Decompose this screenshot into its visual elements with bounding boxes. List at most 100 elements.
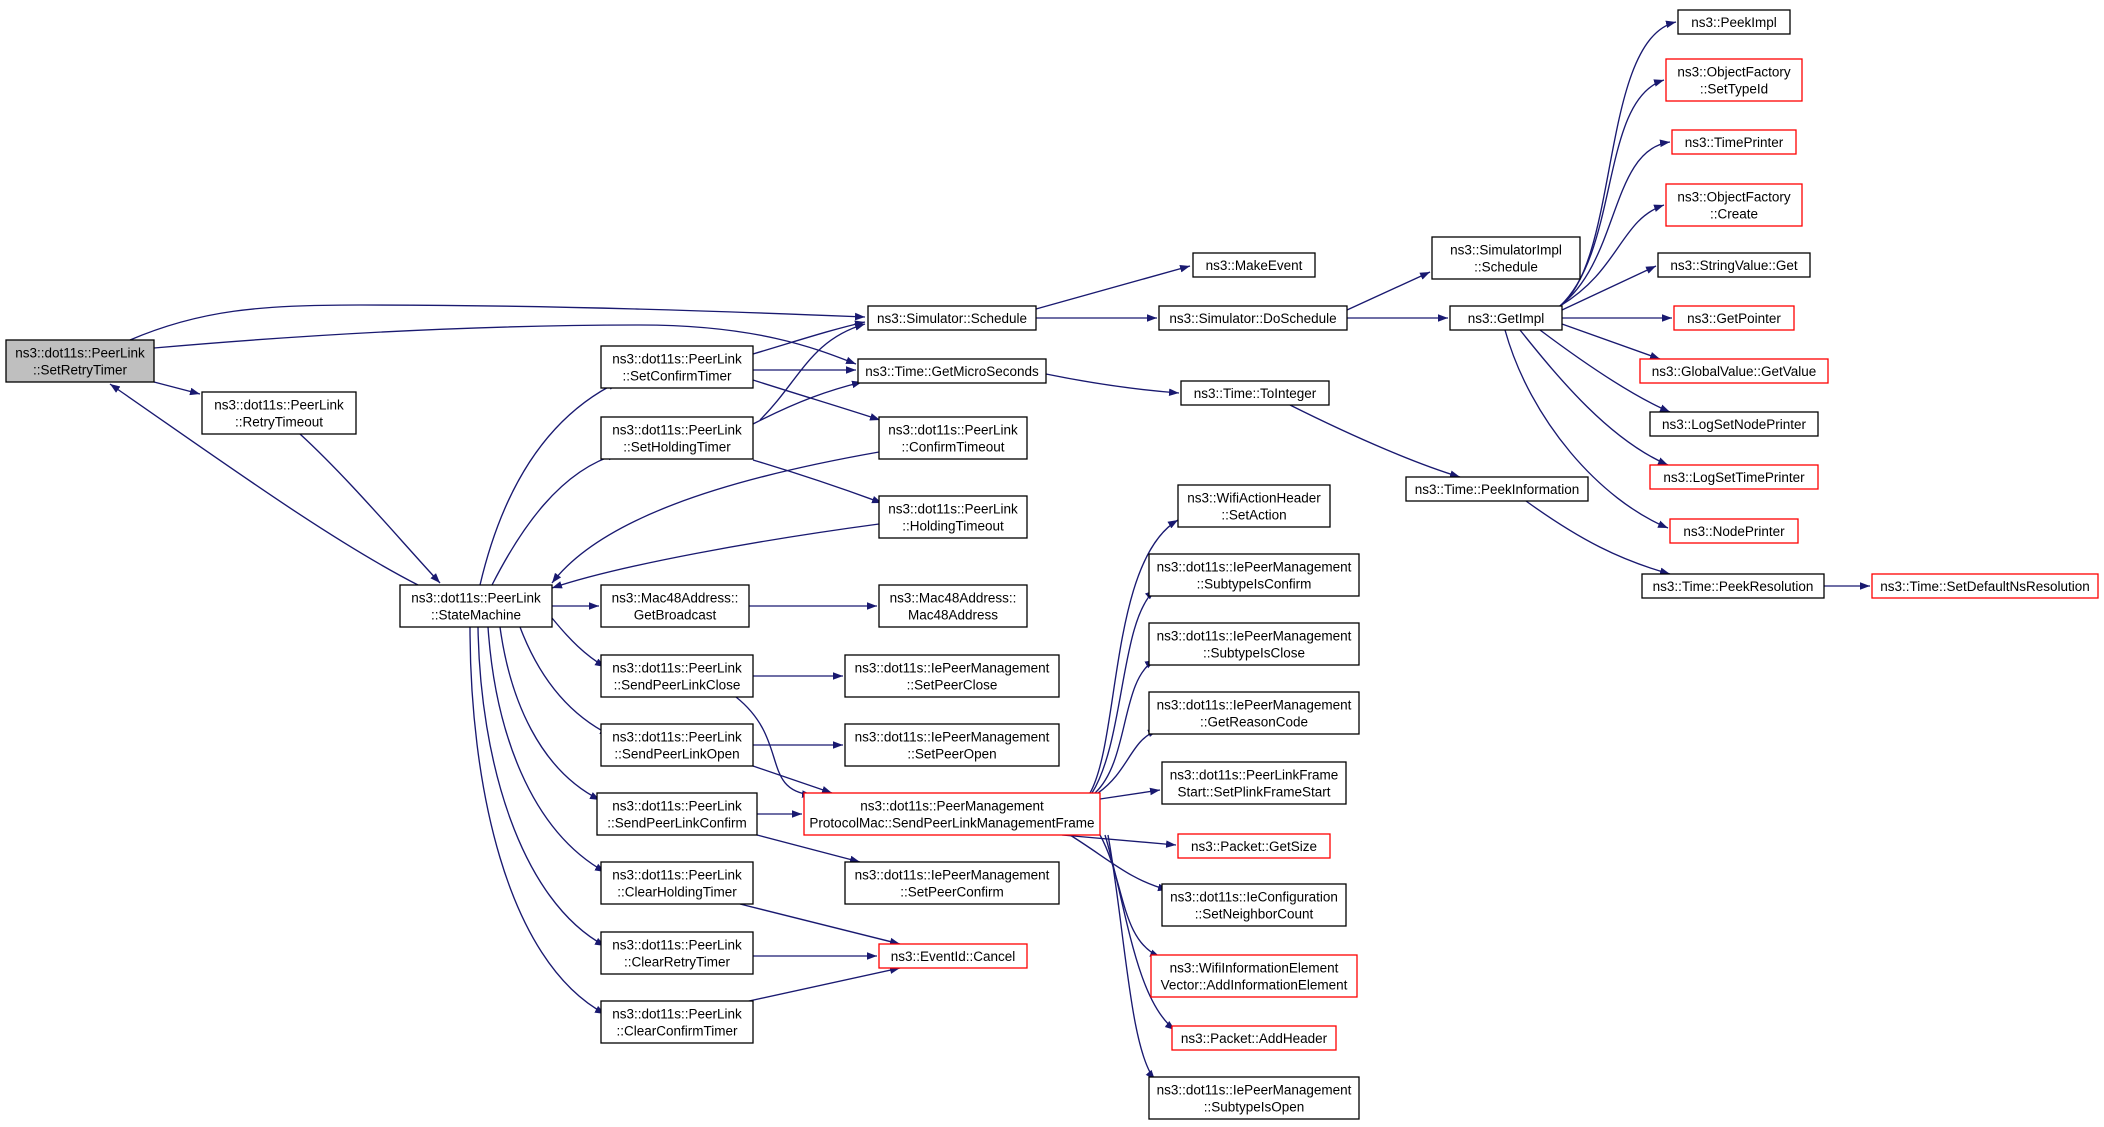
node-box <box>867 305 1037 331</box>
node-get-broadcast[interactable]: ns3::Mac48Address::GetBroadcast <box>600 584 750 628</box>
node-packet-add-header[interactable]: ns3::Packet::AddHeader <box>1171 1025 1337 1051</box>
edge-state-machine-to-send-peer-link-confirm <box>499 626 601 801</box>
node-string-value-get[interactable]: ns3::StringValue::Get <box>1657 252 1811 278</box>
node-packet-get-size[interactable]: ns3::Packet::GetSize <box>1177 833 1331 859</box>
node-node-printer[interactable]: ns3::NodePrinter <box>1669 518 1799 544</box>
node-set-confirm-timer[interactable]: ns3::dot11s::PeerLink::SetConfirmTimer <box>600 345 754 389</box>
node-label-line: ns3::Time::PeekResolution <box>1653 579 1814 594</box>
node-ie-subtype-is-open[interactable]: ns3::dot11s::IePeerManagement::SubtypeIs… <box>1148 1076 1360 1120</box>
edge-get-impl-to-node-printer <box>1504 329 1669 529</box>
node-label-line: ns3::EventId::Cancel <box>891 949 1016 964</box>
edge-line <box>519 626 611 736</box>
node-ie-subtype-is-confirm[interactable]: ns3::dot11s::IePeerManagement::SubtypeIs… <box>1148 553 1360 597</box>
node-clear-confirm-timer[interactable]: ns3::dot11s::PeerLink::ClearConfirmTimer <box>600 1000 754 1044</box>
node-ie-get-reason-code[interactable]: ns3::dot11s::IePeerManagement::GetReason… <box>1148 691 1360 735</box>
edge-send-peer-link-confirm-to-ie-set-peer-confirm <box>756 834 861 864</box>
edge-set-confirm-timer-to-confirm-timeout <box>752 379 881 421</box>
node-get-impl[interactable]: ns3::GetImpl <box>1449 305 1563 331</box>
edge-line <box>752 765 833 794</box>
node-time-peek-resolution[interactable]: ns3::Time::PeekResolution <box>1641 573 1825 599</box>
node-peek-impl[interactable]: ns3::PeekImpl <box>1677 9 1791 35</box>
node-confirm-timeout[interactable]: ns3::dot11s::PeerLink::ConfirmTimeout <box>878 416 1028 460</box>
node-object-factory-set-type-id[interactable]: ns3::ObjectFactory::SetTypeId <box>1665 58 1803 102</box>
node-label-line: ns3::Mac48Address:: <box>890 591 1017 606</box>
node-get-pointer[interactable]: ns3::GetPointer <box>1673 305 1795 331</box>
node-mac48-address[interactable]: ns3::Mac48Address::Mac48Address <box>878 584 1028 628</box>
node-time-to-integer[interactable]: ns3::Time::ToInteger <box>1180 380 1330 406</box>
node-label-line: ns3::LogSetNodePrinter <box>1662 417 1807 432</box>
node-time-peek-information[interactable]: ns3::Time::PeekInformation <box>1405 476 1589 502</box>
node-wifi-action-set-action[interactable]: ns3::WifiActionHeader::SetAction <box>1177 484 1331 528</box>
node-object-factory-create[interactable]: ns3::ObjectFactory::Create <box>1665 183 1803 227</box>
edge-line <box>1539 329 1671 413</box>
edge-send-mgmt-frame-to-ie-get-reason-code <box>1097 729 1159 794</box>
node-label-line: ns3::Time::ToInteger <box>1194 386 1317 401</box>
node-label-line: ::HoldingTimeout <box>902 519 1004 534</box>
node-simulator-schedule[interactable]: ns3::Simulator::Schedule <box>867 305 1037 331</box>
edge-send-mgmt-frame-to-ie-subtype-is-open <box>1107 834 1156 1081</box>
node-label-line: ns3::dot11s::IePeerManagement <box>855 661 1050 676</box>
node-box <box>1158 305 1348 331</box>
node-label-line: ns3::Time::SetDefaultNsResolution <box>1880 579 2090 594</box>
edge-line <box>1561 323 1661 360</box>
node-ie-config-set-neighbor-count[interactable]: ns3::dot11s::IeConfiguration::SetNeighbo… <box>1161 883 1347 927</box>
node-simulator-do-schedule[interactable]: ns3::Simulator::DoSchedule <box>1158 305 1348 331</box>
node-label-line: ::ClearHoldingTimer <box>617 885 737 900</box>
node-send-peer-link-close[interactable]: ns3::dot11s::PeerLink::SendPeerLinkClose <box>600 654 754 698</box>
node-box <box>1180 380 1330 406</box>
node-set-holding-timer[interactable]: ns3::dot11s::PeerLink::SetHoldingTimer <box>600 416 754 460</box>
node-send-mgmt-frame[interactable]: ns3::dot11s::PeerManagementProtocolMac::… <box>803 792 1101 836</box>
node-time-set-default-ns-resolution[interactable]: ns3::Time::SetDefaultNsResolution <box>1871 573 2099 599</box>
node-retry-timeout[interactable]: ns3::dot11s::PeerLink::RetryTimeout <box>201 391 357 435</box>
node-box <box>1192 252 1316 278</box>
node-label-line: ns3::dot11s::PeerLink <box>214 398 344 413</box>
node-simulator-impl-schedule[interactable]: ns3::SimulatorImpl::Schedule <box>1431 236 1581 280</box>
edge-state-machine-to-set-holding-timer <box>491 453 619 586</box>
edge-set-retry-timer-to-time-get-micro-seconds <box>153 324 857 365</box>
call-edges <box>109 20 1870 1081</box>
node-box <box>803 792 1101 836</box>
edge-line <box>752 380 863 425</box>
edge-send-mgmt-frame-to-ie-config-set-neighbor-count <box>1069 834 1169 892</box>
edge-get-impl-to-object-factory-create <box>1559 204 1665 307</box>
node-clear-holding-timer[interactable]: ns3::dot11s::PeerLink::ClearHoldingTimer <box>600 861 754 905</box>
node-holding-timeout[interactable]: ns3::dot11s::PeerLink::HoldingTimeout <box>878 495 1028 539</box>
edge-get-impl-to-global-value-get-value <box>1561 323 1661 360</box>
edge-send-mgmt-frame-to-ie-subtype-is-confirm <box>1091 589 1156 794</box>
edge-send-peer-link-open-to-send-mgmt-frame <box>752 765 833 794</box>
node-ie-subtype-is-close[interactable]: ns3::dot11s::IePeerManagement::SubtypeIs… <box>1148 622 1360 666</box>
node-label-line: ns3::dot11s::PeerLink <box>888 502 1018 517</box>
node-label-line: ns3::NodePrinter <box>1683 524 1785 539</box>
node-box <box>878 943 1028 969</box>
node-log-set-time-printer[interactable]: ns3::LogSetTimePrinter <box>1649 464 1819 490</box>
node-time-get-micro-seconds[interactable]: ns3::Time::GetMicroSeconds <box>857 358 1047 384</box>
node-ie-set-peer-open[interactable]: ns3::dot11s::IePeerManagement::SetPeerOp… <box>844 723 1060 767</box>
node-clear-retry-timer[interactable]: ns3::dot11s::PeerLink::ClearRetryTimer <box>600 931 754 975</box>
node-time-printer[interactable]: ns3::TimePrinter <box>1671 129 1797 155</box>
node-box <box>1641 573 1825 599</box>
node-box <box>600 345 754 389</box>
node-plink-frame-start[interactable]: ns3::dot11s::PeerLinkFrameStart::SetPlin… <box>1161 761 1347 805</box>
node-wifi-info-add-element[interactable]: ns3::WifiInformationElementVector::AddIn… <box>1150 954 1358 998</box>
edge-line <box>739 966 901 1004</box>
node-global-value-get-value[interactable]: ns3::GlobalValue::GetValue <box>1639 358 1829 384</box>
node-label-line: ::SetConfirmTimer <box>622 369 732 384</box>
node-ie-set-peer-close[interactable]: ns3::dot11s::IePeerManagement::SetPeerCl… <box>844 654 1060 698</box>
node-send-peer-link-confirm[interactable]: ns3::dot11s::PeerLink::SendPeerLinkConfi… <box>596 792 758 836</box>
node-box <box>1871 573 2099 599</box>
node-set-retry-timer[interactable]: ns3::dot11s::PeerLink::SetRetryTimer <box>5 339 155 383</box>
node-send-peer-link-open[interactable]: ns3::dot11s::PeerLink::SendPeerLinkOpen <box>600 723 754 767</box>
node-box <box>600 584 750 628</box>
node-event-id-cancel[interactable]: ns3::EventId::Cancel <box>878 943 1028 969</box>
node-label-line: ::Create <box>1710 207 1758 222</box>
node-make-event[interactable]: ns3::MakeEvent <box>1192 252 1316 278</box>
node-state-machine[interactable]: ns3::dot11s::PeerLink::StateMachine <box>399 584 553 628</box>
edge-time-to-integer-to-time-peek-information <box>1289 404 1461 478</box>
node-log-set-node-printer[interactable]: ns3::LogSetNodePrinter <box>1649 411 1819 437</box>
node-label-line: ::SetTypeId <box>1700 82 1768 97</box>
node-ie-set-peer-confirm[interactable]: ns3::dot11s::IePeerManagement::SetPeerCo… <box>844 861 1060 905</box>
node-box <box>1171 1025 1337 1051</box>
node-label-line: ns3::dot11s::PeerLink <box>612 1007 742 1022</box>
node-box <box>1148 1076 1360 1120</box>
